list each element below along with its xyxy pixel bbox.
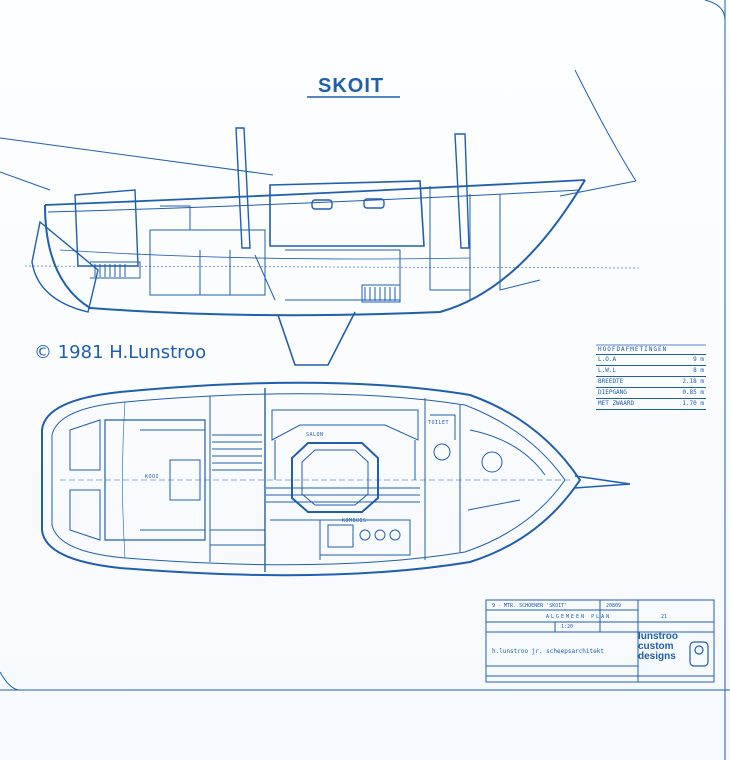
title-block-frame (485, 599, 715, 683)
dimension-value: 2.18 m (682, 378, 704, 385)
title-block-sheet-title: ALGEMEEN PLAN (546, 614, 612, 620)
dimension-row: MET ZWAARD 1.70 m (596, 399, 706, 410)
designer-logo-mark (689, 641, 709, 667)
designer-logo-text: lunstroo custom designs (638, 632, 714, 662)
main-dimensions-table: HOOFDAFMETINGEN L.O.A 9 m L.W.L 8 m BREEDT… (596, 345, 706, 410)
dimension-row: L.W.L 8 m (596, 366, 706, 377)
dimension-label: DIEPGANG (598, 389, 627, 396)
title-block-sheet-number: 21 (661, 614, 668, 620)
drawing-title: SKOIT (318, 75, 385, 97)
plan-label-kombuis: KOMBUIS (342, 518, 367, 524)
plan-view (41, 381, 631, 577)
dimension-row: L.O.A 9 m (596, 355, 706, 366)
plan-label-kooi: KOOI (145, 474, 160, 480)
title-block-drawing-number: 20809 (606, 603, 622, 609)
dimension-value: 0.85 m (682, 389, 704, 396)
dimension-row: BREEDTE 2.18 m (596, 377, 706, 388)
logo-line: custom (638, 641, 674, 652)
dimensions-header: HOOFDAFMETINGEN (596, 345, 706, 355)
title-block-project: 9 - MTR. SCHOENER 'SKOIT' (492, 603, 568, 609)
dimension-value: 9 m (693, 356, 704, 363)
plan-label-salon: SALON (306, 432, 324, 438)
dimension-label: BREEDTE (598, 378, 624, 385)
dimension-value: 8 m (693, 367, 704, 374)
logo-line: lunstroo (638, 631, 678, 642)
dimension-value: 1.70 m (682, 400, 704, 407)
dimension-row: DIEPGANG 0.85 m (596, 388, 706, 399)
dimension-label: L.W.L (598, 367, 617, 374)
dimension-label: L.O.A (598, 356, 617, 363)
plan-label-toilet: TOILET (428, 420, 450, 426)
dimension-label: MET ZWAARD (598, 400, 635, 407)
title-block-designer: h.lunstroo jr. scheepsarchitekt (492, 648, 604, 655)
logo-line: designs (638, 651, 676, 662)
title-block-scale: 1:20 (561, 624, 574, 630)
title-block: 9 - MTR. SCHOENER 'SKOIT' 20809 ALGEMEEN… (486, 600, 714, 690)
copyright-notice: © 1981 H.Lunstroo (34, 342, 207, 363)
side-profile (0, 69, 641, 366)
